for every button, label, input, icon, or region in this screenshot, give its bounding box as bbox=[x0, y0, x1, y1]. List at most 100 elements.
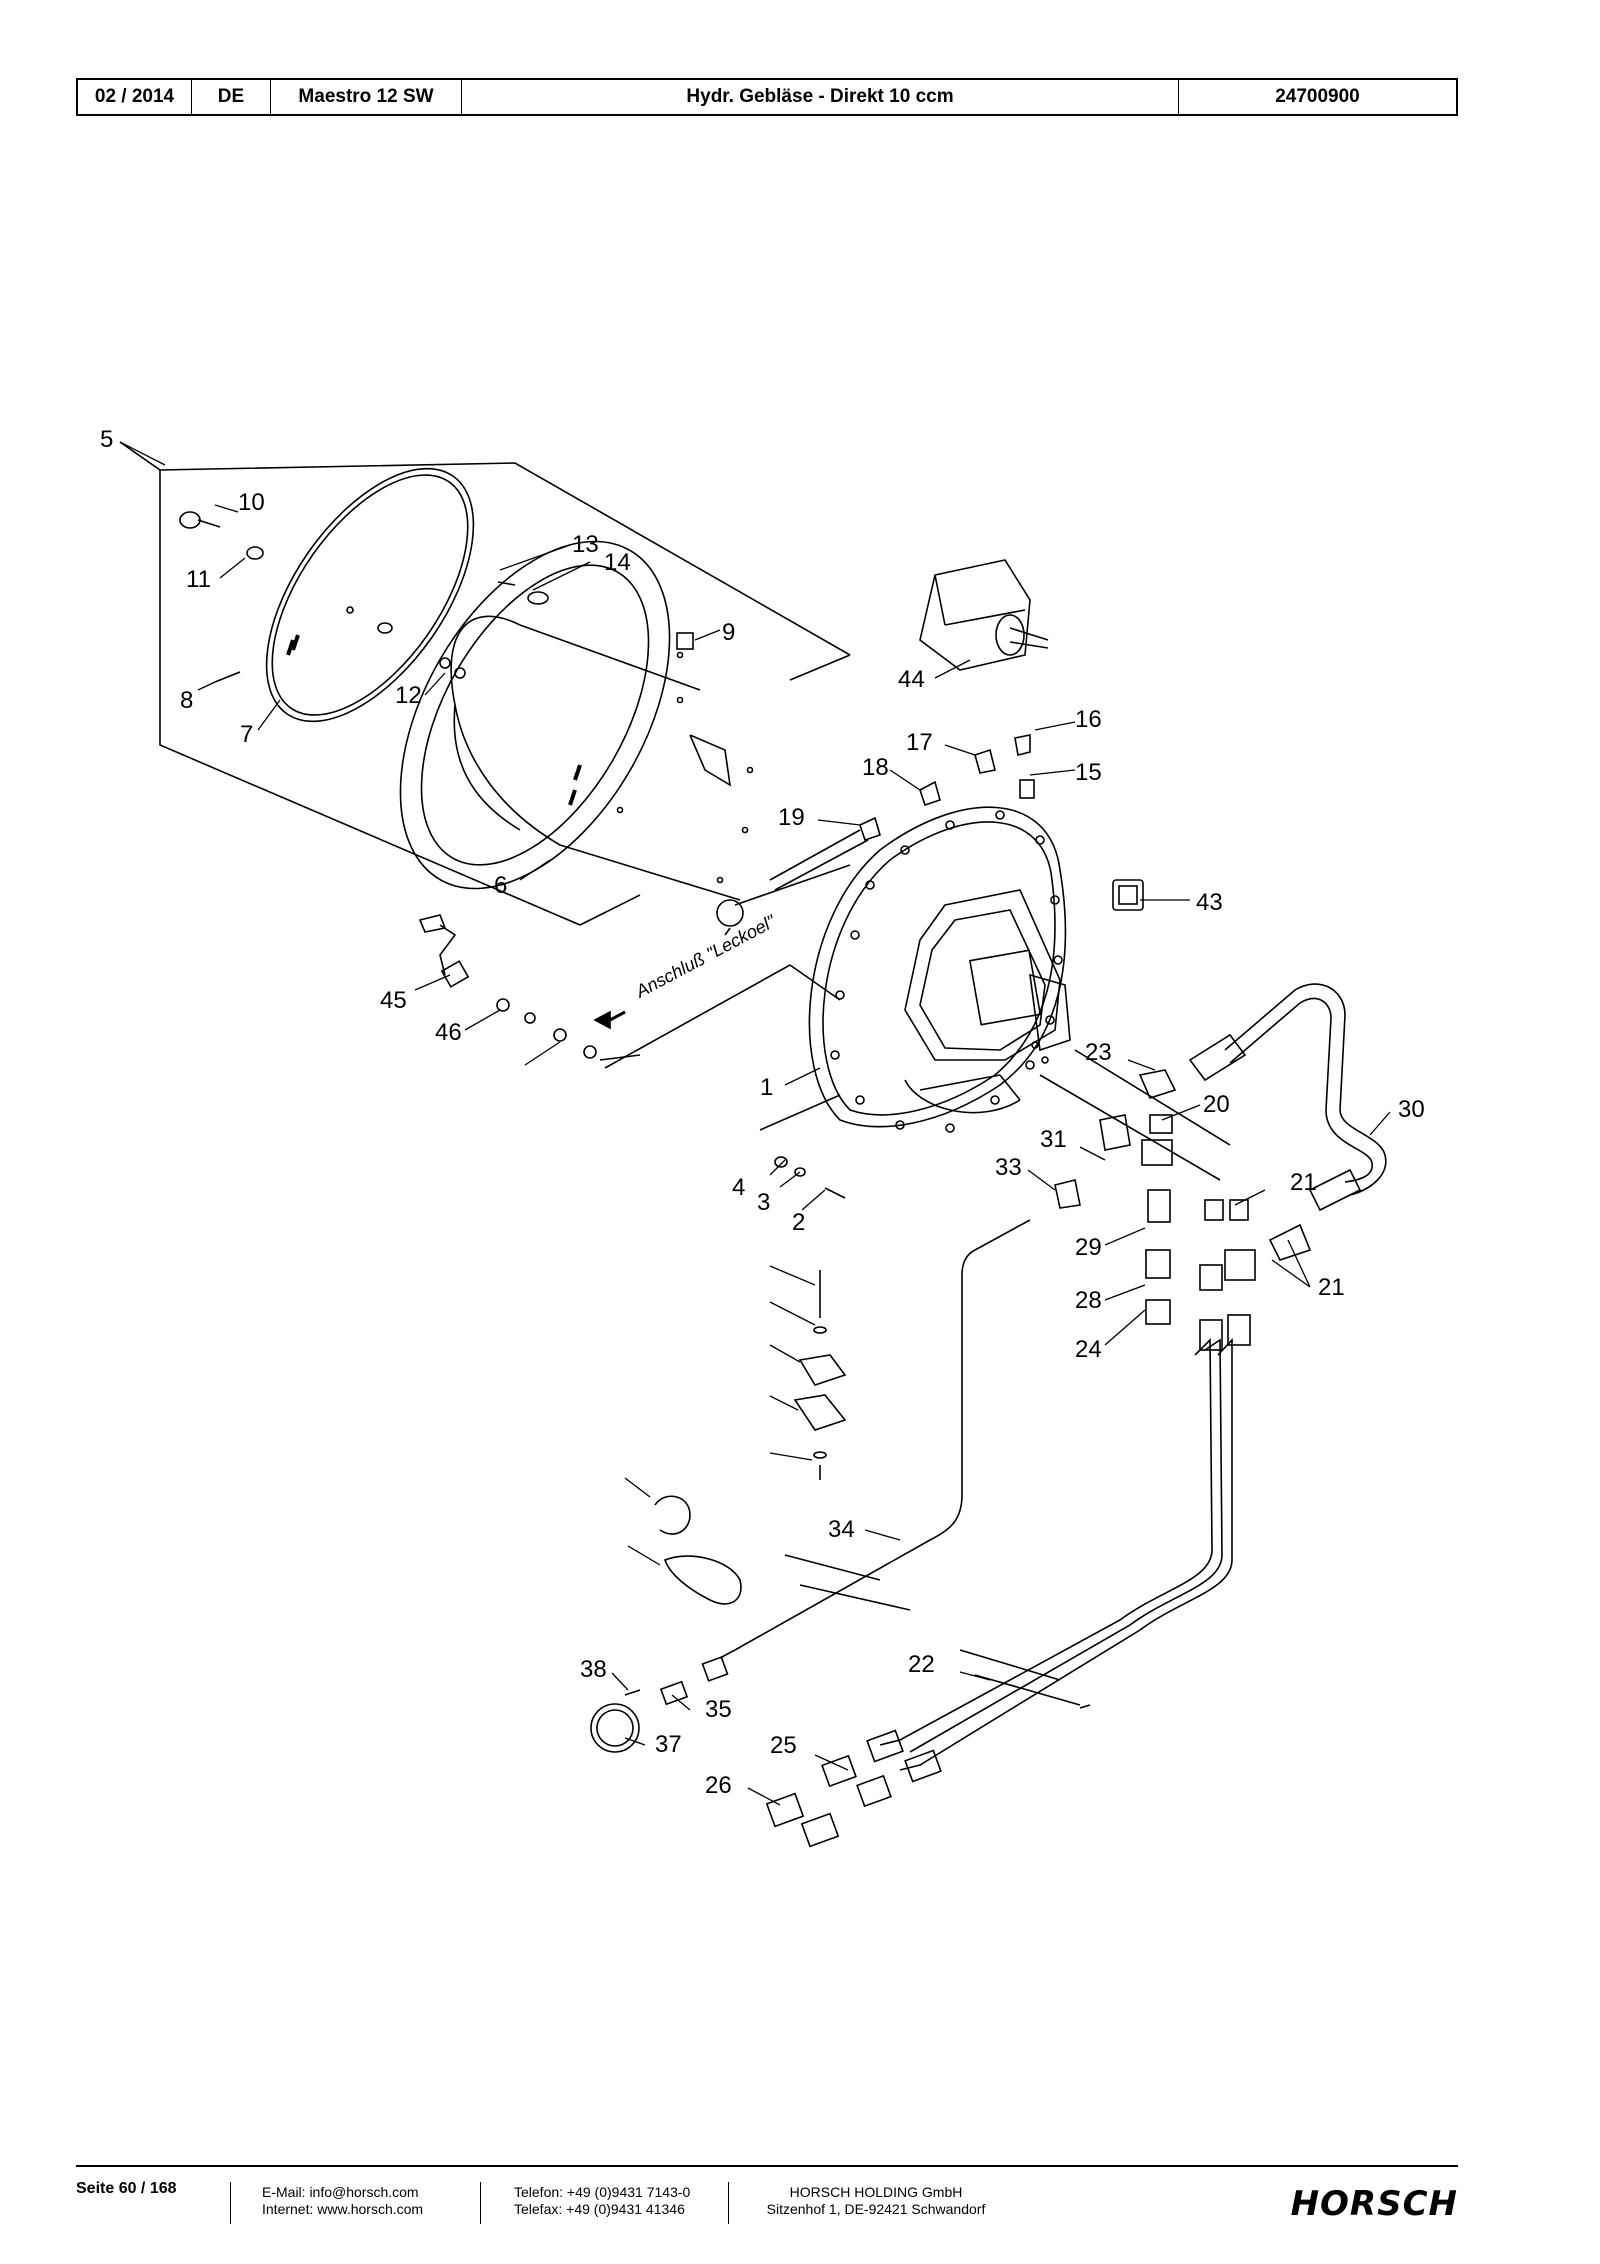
hydraulic-motor bbox=[919, 559, 1049, 671]
footer-company: HORSCH HOLDING GmbH bbox=[789, 2184, 963, 2200]
callout-15: 15 bbox=[1075, 759, 1102, 786]
hose-28 bbox=[1188, 983, 1387, 1212]
coupling-24d bbox=[800, 1812, 840, 1848]
footer-fax: Telefax: +49 (0)9431 41346 bbox=[514, 2201, 685, 2217]
callout-37: 45 bbox=[380, 987, 407, 1014]
callout-14: 14 bbox=[604, 549, 631, 576]
clamp-band-40 bbox=[664, 1555, 742, 1605]
arrow-leckoel bbox=[593, 1010, 611, 1030]
sensor-37 bbox=[418, 914, 470, 988]
nut-12 bbox=[454, 667, 466, 679]
footer: Seite 60 / 168 E-Mail: info@horsch.com I… bbox=[76, 2178, 1458, 2238]
callout-21: 21 bbox=[1318, 1274, 1345, 1301]
callout-29: 31 bbox=[1040, 1126, 1067, 1153]
callout-1: 1 bbox=[760, 1074, 773, 1101]
hydraulic-fittings bbox=[1054, 1069, 1312, 1351]
callout-13: 13 bbox=[572, 531, 599, 558]
footer-internet: Internet: www.horsch.com bbox=[262, 2201, 424, 2217]
drum-housing bbox=[399, 540, 754, 901]
screw-13 bbox=[497, 581, 516, 586]
footer-rule bbox=[76, 2165, 1458, 2167]
callout-25-top: 23 bbox=[1085, 1039, 1112, 1066]
page-number: Seite 60 / 168 bbox=[76, 2180, 177, 2197]
washer bbox=[553, 1028, 567, 1042]
coupling-24 bbox=[821, 1754, 857, 1788]
fitting-15 bbox=[1019, 779, 1035, 799]
callout-23: 25 bbox=[770, 1732, 797, 1759]
callout-25: 24 bbox=[1075, 1336, 1102, 1363]
footer-email: E-Mail: info@horsch.com bbox=[262, 2184, 419, 2200]
leak-oil-port bbox=[716, 899, 744, 927]
footer-address: Sitzenhof 1, DE-92421 Schwandorf bbox=[766, 2201, 986, 2217]
callout-6: 6 bbox=[494, 872, 507, 899]
knob-10 bbox=[179, 511, 201, 529]
fan-housing bbox=[808, 806, 1071, 1133]
cover-disc bbox=[265, 467, 475, 723]
callout-5: 5 bbox=[100, 426, 113, 453]
footer-separator bbox=[480, 2182, 481, 2224]
header-model: Maestro 12 SW bbox=[271, 80, 462, 114]
assembly-frame-1 bbox=[599, 964, 1231, 1181]
nut-9 bbox=[676, 632, 694, 650]
callout-31: 34 bbox=[828, 1516, 855, 1543]
callout-16: 16 bbox=[1075, 706, 1102, 733]
hose-22 bbox=[879, 1337, 1233, 1771]
pressure-gauge-dial bbox=[596, 1709, 634, 1747]
callout-7: 7 bbox=[240, 721, 253, 748]
header-part-number: 24700900 bbox=[1275, 86, 1360, 107]
callout-8: 8 bbox=[180, 687, 193, 714]
callout-38: 46 bbox=[435, 1019, 462, 1046]
header-title: Hydr. Gebläse - Direkt 10 ccm bbox=[462, 80, 1179, 114]
leader-line bbox=[724, 927, 731, 936]
hose-19 bbox=[769, 829, 861, 881]
snap-ring-41 bbox=[654, 1495, 691, 1535]
arrow-shaft bbox=[609, 1010, 626, 1022]
washer bbox=[524, 1012, 536, 1024]
footer-separator bbox=[230, 2182, 231, 2224]
callout-labels: 5 10 11 8 7 12 13 14 9 6 44 18 17 16 15 … bbox=[100, 426, 1425, 1799]
callout-22: 22 bbox=[908, 1651, 935, 1678]
callout-2: 2 bbox=[792, 1209, 805, 1236]
warning-label-icon bbox=[1112, 879, 1144, 911]
hose-19-end bbox=[859, 816, 881, 842]
leckoel-note: Anschluß "Leckoel" bbox=[632, 910, 780, 1002]
pressure-gauge bbox=[590, 1703, 640, 1753]
horsch-logo: HORSCH bbox=[1290, 2184, 1458, 2224]
footer-separator bbox=[728, 2182, 729, 2224]
callout-34: 38 bbox=[580, 1656, 607, 1683]
footer-phone: Telefon: +49 (0)9431 7143-0 bbox=[514, 2184, 691, 2200]
nut-38 bbox=[496, 998, 510, 1012]
bolt-2 bbox=[824, 1187, 846, 1199]
fitting-18 bbox=[919, 780, 941, 807]
washer-12 bbox=[439, 657, 451, 669]
callout-20: 21 bbox=[1290, 1169, 1317, 1196]
callout-11: 11 bbox=[186, 566, 211, 593]
callout-18: 18 bbox=[862, 754, 889, 781]
fitting-17 bbox=[974, 748, 996, 774]
adapter-32 bbox=[659, 1680, 689, 1706]
footer-company-block: HORSCH HOLDING GmbH Sitzenhof 1, DE-9242… bbox=[756, 2184, 996, 2218]
callout-21-top: 20 bbox=[1203, 1091, 1230, 1118]
coupling-24c bbox=[765, 1792, 805, 1828]
warning-label-inner bbox=[1118, 885, 1138, 905]
callout-28: 30 bbox=[1398, 1096, 1425, 1123]
header-table: 02 / 2014 DE Maestro 12 SW Hydr. Gebläse… bbox=[76, 78, 1458, 116]
leader-lines bbox=[119, 441, 1391, 1806]
callout-12: 12 bbox=[395, 682, 422, 709]
callout-10: 10 bbox=[238, 489, 265, 516]
callout-33: 37 bbox=[655, 1731, 682, 1758]
callout-4: 4 bbox=[732, 1174, 745, 1201]
leader-line bbox=[734, 864, 851, 906]
fitting-23 bbox=[866, 1729, 904, 1763]
washer-3 bbox=[794, 1167, 806, 1177]
callout-9: 9 bbox=[722, 619, 735, 646]
assembly-frame-5 bbox=[119, 441, 851, 926]
callout-17: 17 bbox=[906, 729, 933, 756]
nut-4 bbox=[774, 1156, 788, 1168]
footer-contact-web: E-Mail: info@horsch.com Internet: www.ho… bbox=[262, 2184, 423, 2218]
adapter bbox=[701, 1656, 729, 1682]
callout-3: 3 bbox=[757, 1189, 770, 1216]
screw-34 bbox=[624, 1689, 641, 1696]
washer-11 bbox=[246, 546, 264, 560]
